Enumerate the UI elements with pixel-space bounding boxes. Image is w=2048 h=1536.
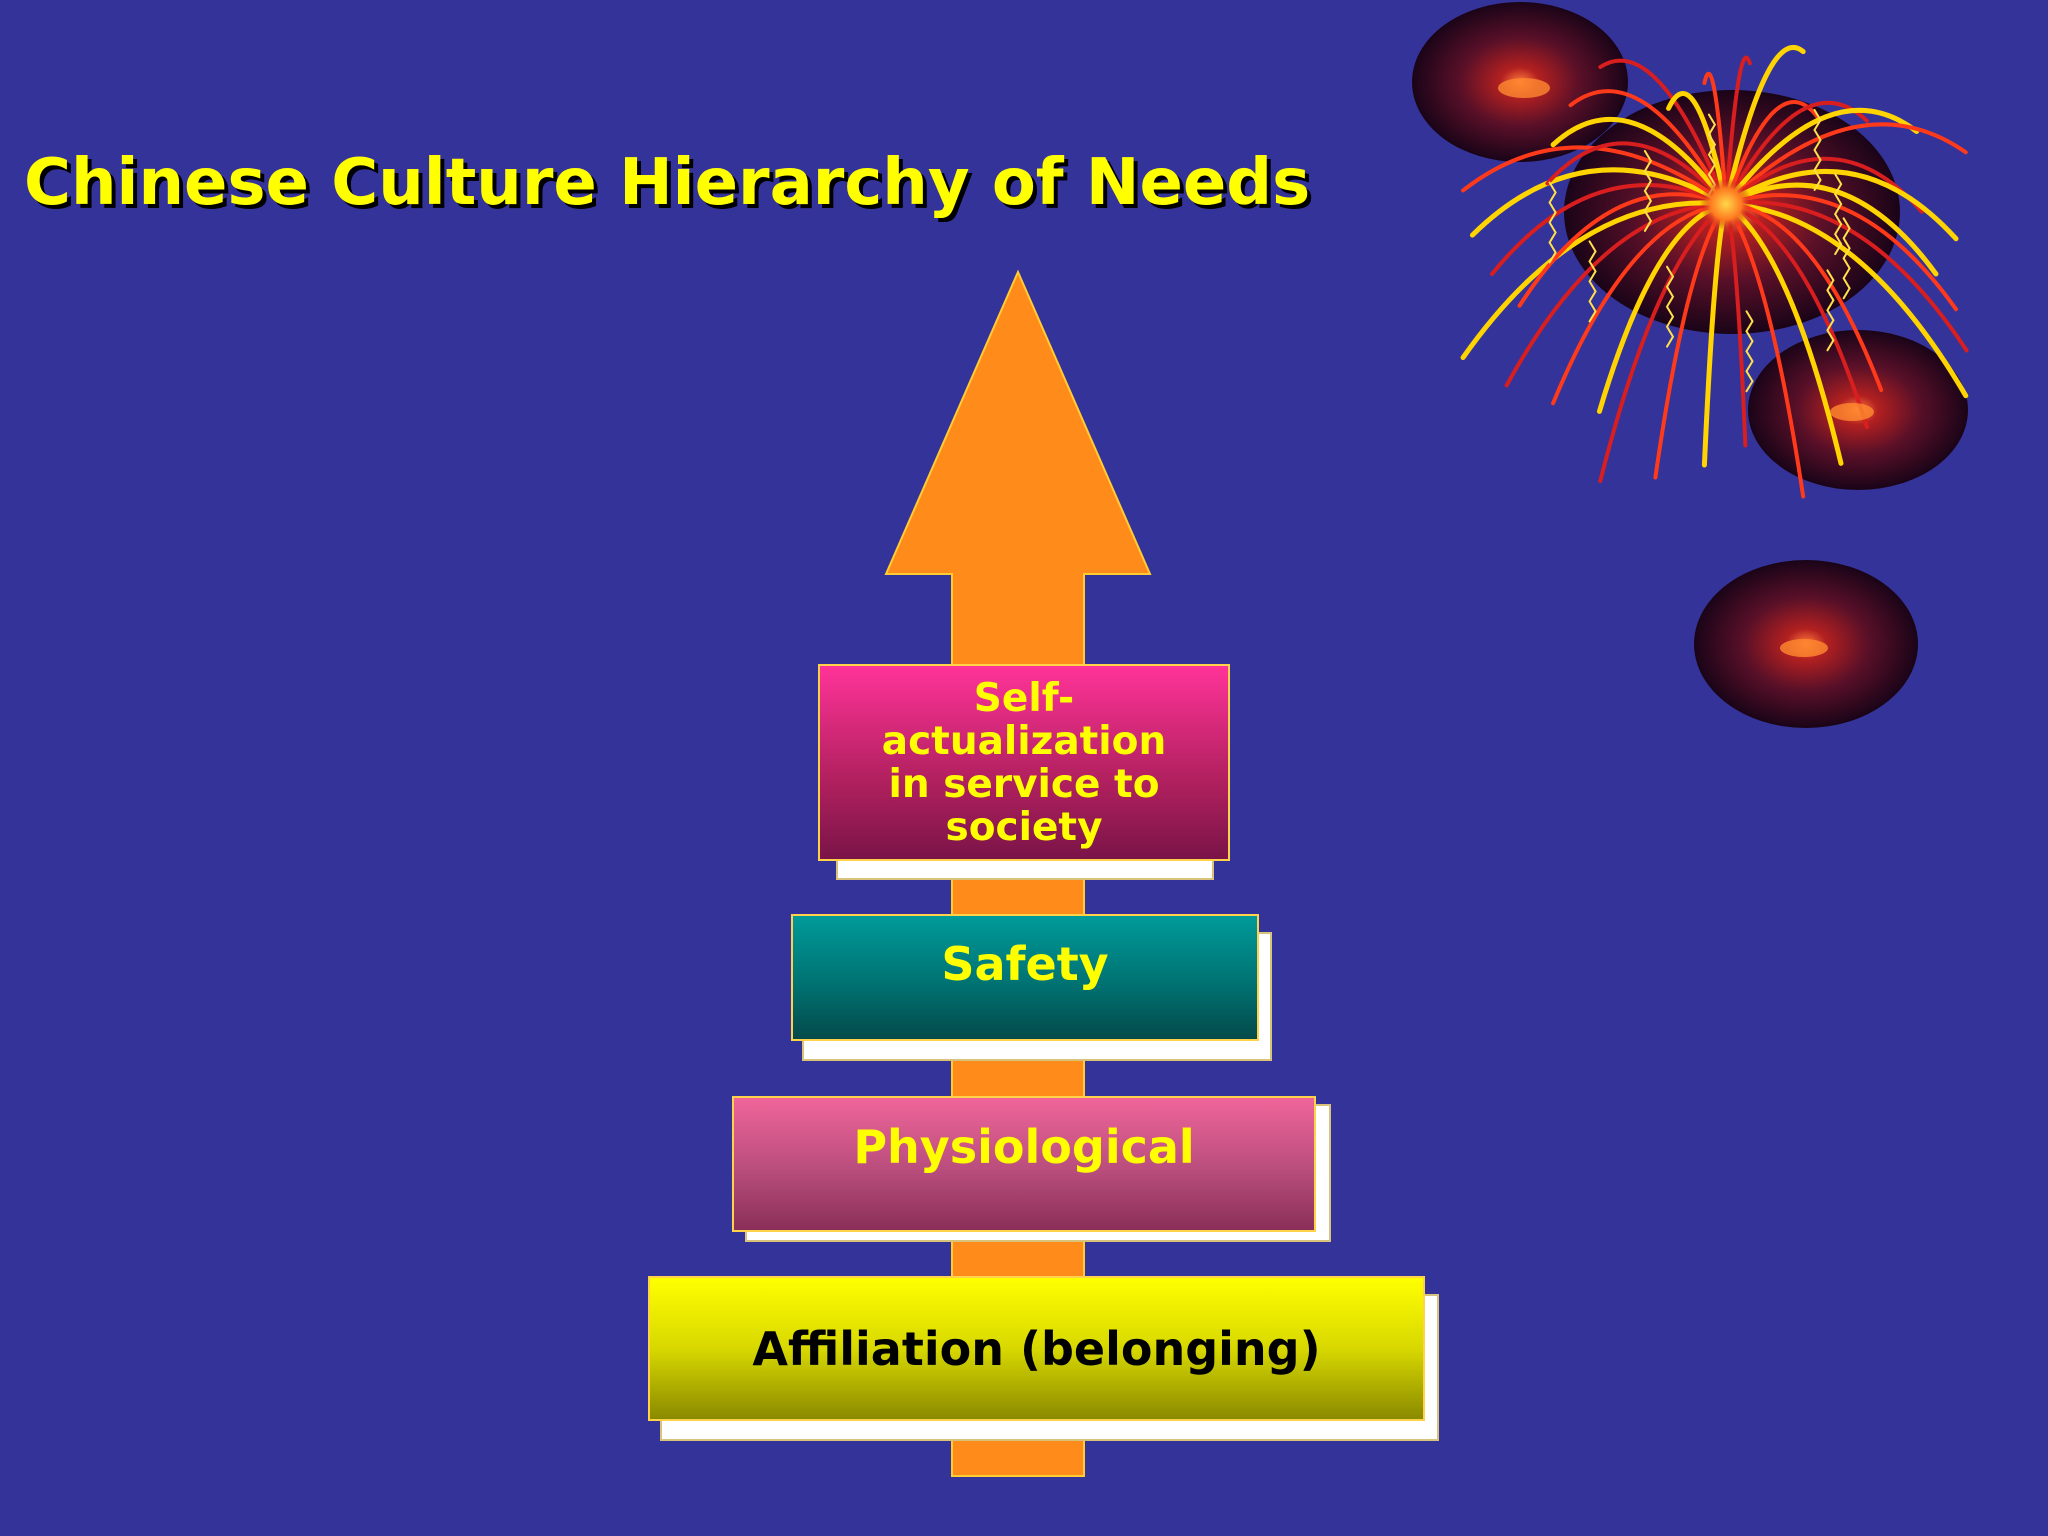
tier-safety: Safety [791, 914, 1259, 1041]
firework-ray [1723, 168, 1959, 242]
tier-label-physiological: Physiological [853, 1120, 1195, 1174]
firework-spark [1842, 217, 1851, 300]
firework-ray [1545, 141, 1728, 206]
firework-ray [1550, 116, 1729, 207]
fireworks-icon [1412, 2, 1969, 728]
tier-label-safety: Safety [941, 937, 1109, 991]
firework-spark [1745, 310, 1754, 393]
firework-ray [1517, 192, 1728, 308]
firework-spark [1707, 113, 1717, 196]
firework-spark [1813, 108, 1822, 191]
firework-ray [1723, 107, 1920, 207]
firework-ray [1724, 122, 1968, 206]
tier-label-affiliation: Affiliation (belonging) [752, 1321, 1321, 1376]
firework-ray [1504, 202, 1728, 388]
firework-ray [1460, 200, 1729, 361]
firework-spark [1833, 173, 1843, 256]
firework-spark [1826, 269, 1835, 352]
firework-ray [1469, 167, 1729, 238]
firework-spark [1665, 265, 1675, 348]
firework-ray [1723, 201, 1969, 399]
firework-ray [1702, 71, 1728, 206]
slide-title: Chinese Culture Hierarchy of Needs [24, 146, 1311, 220]
firework-spark [1548, 181, 1557, 264]
firework-ray [1723, 44, 1806, 207]
firework-ray [1490, 183, 1728, 276]
tier-self-actualization: Self-actualization in service to society [818, 664, 1230, 861]
firework-spark [1643, 149, 1653, 232]
firework-ray [1666, 91, 1729, 207]
firework-ray [1724, 200, 1969, 353]
firework-ray [1461, 145, 1728, 206]
tier-affiliation: Affiliation (belonging) [648, 1276, 1425, 1421]
firework-ray [1568, 89, 1728, 206]
firework-ray [1598, 58, 1728, 206]
firework-ray [1724, 55, 1752, 206]
tier-physiological: Physiological [732, 1096, 1316, 1232]
firework-ray [1724, 193, 1959, 312]
firework-spark [1588, 240, 1597, 323]
tier-label-self-actualization: Self-actualization in service to society [881, 675, 1167, 850]
